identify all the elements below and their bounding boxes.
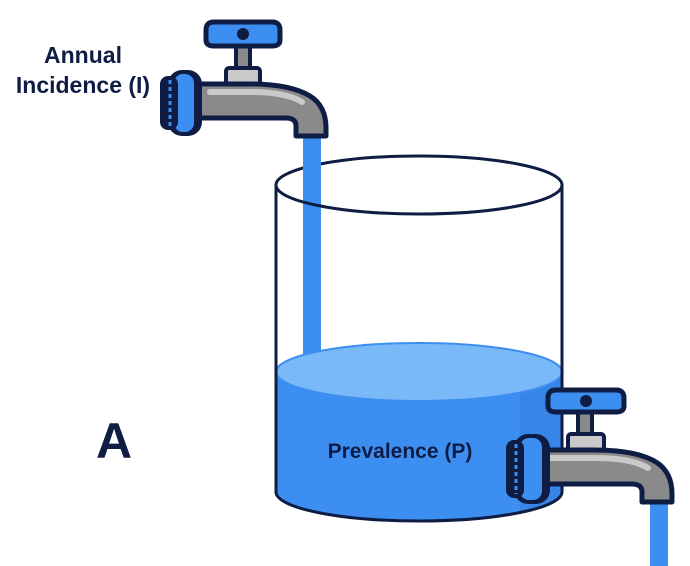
water-faucet-icon (506, 387, 675, 505)
water-faucet-icon (160, 19, 329, 139)
container-rim (274, 154, 564, 216)
panel-letter: A (95, 413, 133, 469)
annual-incidence-label: Annual Incidence (I) (4, 40, 162, 100)
annual-incidence-line2: Incidence (I) (15, 72, 151, 98)
prevalence-label: Prevalence (P) (327, 440, 473, 463)
annual-incidence-line1: Annual (44, 42, 122, 68)
inflow-water-stream-front (303, 138, 321, 198)
outflow-water-stream (650, 500, 668, 566)
water-surface (275, 342, 563, 402)
